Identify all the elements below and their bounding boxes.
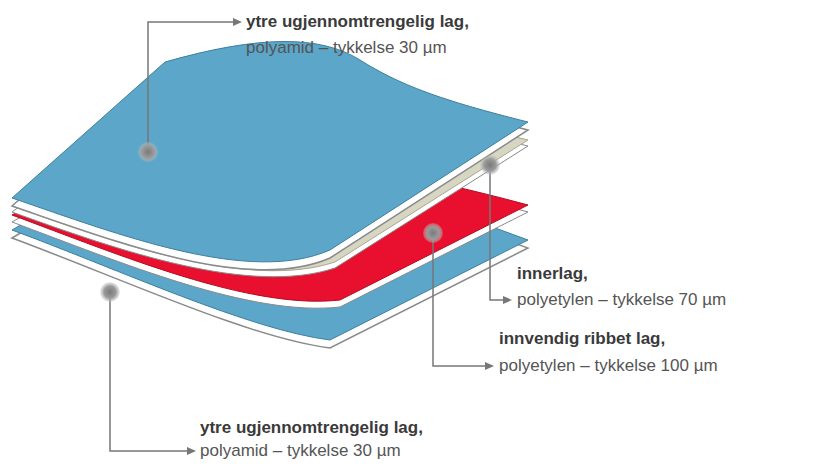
- leader-line: [110, 292, 188, 451]
- layer-spec: polyetylen – tykkelse 70 µm: [517, 290, 726, 310]
- arrow-head: [503, 296, 512, 304]
- layer-name: innvendig ribbet lag,: [499, 329, 665, 349]
- layer-spec: polyamid – tykkelse 30 µm: [246, 38, 447, 58]
- leader-line: [433, 233, 486, 366]
- callout-dot: [423, 223, 443, 243]
- leader-line: [490, 165, 504, 300]
- callout-dot: [100, 282, 120, 302]
- callout-dot: [480, 155, 500, 175]
- layer-name: ytre ugjennomtrengelig lag,: [246, 12, 469, 32]
- layer-name: innerlag,: [517, 264, 588, 284]
- layer-name: ytre ugjennomtrengelig lag,: [200, 418, 423, 438]
- leader-line: [148, 22, 234, 152]
- layer-spec: polyetylen – tykkelse 100 µm: [499, 356, 718, 376]
- top-polyamid-sheet: [12, 41, 528, 261]
- arrow-head: [233, 18, 242, 26]
- arrow-head: [485, 362, 494, 370]
- arrow-head: [187, 447, 196, 455]
- callout-dot: [138, 142, 158, 162]
- layer-spec: polyamid – tykkelse 30 µm: [200, 441, 401, 461]
